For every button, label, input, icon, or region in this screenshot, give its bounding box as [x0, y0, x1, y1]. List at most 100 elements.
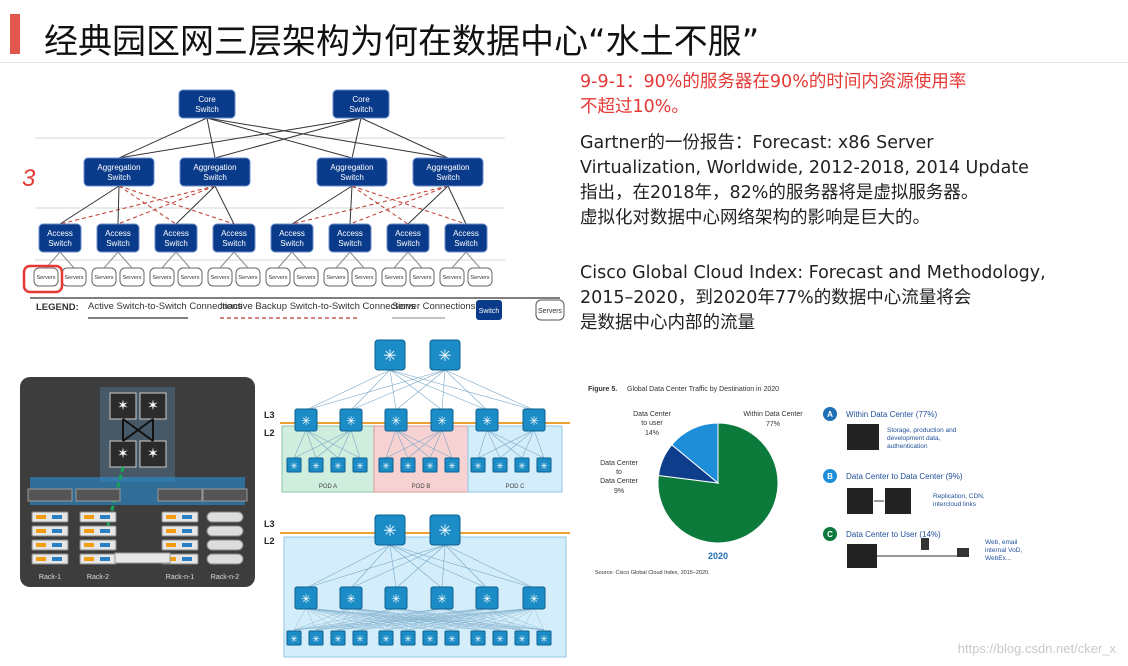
figure-caption-text: Global Data Center Traffic by Destinatio… [627, 386, 779, 393]
pod-access-8 [444, 457, 460, 473]
gartner-line-1: Gartner的一份报告：Forecast: x86 Server [580, 133, 934, 153]
access-switch-7-label-1: Access [395, 229, 421, 238]
aggregation-switch-1-label-2: Switch [107, 173, 131, 182]
access-switch-8-label-1: Access [453, 229, 479, 238]
legend-desc-c-2: internal VoD, [985, 547, 1022, 554]
datacenter-rack-icon [847, 424, 879, 450]
access-switch-8 [444, 223, 488, 253]
svg-text:✳: ✳ [356, 634, 364, 644]
svg-text:✳: ✳ [346, 592, 356, 606]
server-group-10 [293, 267, 319, 287]
svg-text:✳: ✳ [301, 414, 311, 428]
svg-text:✳: ✳ [382, 634, 390, 644]
legend-desc-a-2: development data, [887, 435, 941, 442]
svg-text:✳: ✳ [438, 348, 451, 365]
flat-access-2 [308, 630, 324, 646]
rack-server-1-2 [31, 525, 69, 537]
pod-access-2 [308, 457, 324, 473]
access-switch-5-label-2: Switch [280, 239, 304, 248]
pie-slice-within [657, 422, 779, 544]
legend-desc-c-3: WebEx... [985, 555, 1011, 562]
svg-text:✶: ✶ [147, 445, 159, 461]
svg-text:✳: ✳ [382, 461, 390, 471]
server-group-8 [235, 267, 261, 287]
gartner-line-2: Virtualization, Worldwide, 2012-2018, 20… [580, 158, 1029, 178]
access-switch-2-label-2: Switch [106, 239, 130, 248]
legend-servers-icon [535, 299, 565, 321]
rack-label-3: Rack-n-1 [166, 574, 195, 581]
access-switch-8-label-2: Switch [454, 239, 478, 248]
pod-agg-6 [522, 408, 546, 432]
annotation-circle [22, 264, 64, 294]
svg-text:✳: ✳ [474, 634, 482, 644]
aggregation-switch-2 [179, 157, 251, 187]
server-label-8: Servers [239, 275, 258, 281]
pod-agg-4 [430, 408, 454, 432]
server-label-2: Servers [65, 275, 84, 281]
aggregation-switch-2-label-2: Switch [203, 173, 227, 182]
aggregation-switch-3 [316, 157, 388, 187]
access-switch-4-label-2: Switch [222, 239, 246, 248]
access-switch-5 [270, 223, 314, 253]
pod-c-label: POD C [505, 484, 525, 490]
datacenter-a-icon [847, 488, 873, 514]
hand-annotation: 3 [22, 165, 36, 192]
rack-label-2: Rack-2 [87, 574, 109, 581]
server-label-12: Servers [355, 275, 374, 281]
svg-text:✳: ✳ [290, 461, 298, 471]
svg-text:✳: ✳ [312, 634, 320, 644]
aggregation-switch-4 [412, 157, 484, 187]
svg-text:✳: ✳ [540, 634, 548, 644]
server-label-16: Servers [471, 275, 490, 281]
watermark: https://blog.csdn.net/cker_x [957, 641, 1116, 656]
flat-access-9 [470, 630, 486, 646]
svg-text:✳: ✳ [518, 634, 526, 644]
legend-badge-letter-3: C [827, 530, 833, 539]
pod-access-7 [422, 457, 438, 473]
server-group-4 [119, 267, 145, 287]
svg-text:✳: ✳ [496, 461, 504, 471]
svg-text:✳: ✳ [312, 461, 320, 471]
legend-desc-b-1: Replication, CDN, [933, 493, 985, 500]
rack-server-4-3 [206, 539, 244, 551]
legend-badge-c [823, 527, 837, 541]
server-label-10: Servers [297, 275, 316, 281]
rack-server-3-1 [161, 511, 199, 523]
server-group-14 [409, 267, 435, 287]
server-label-14: Servers [413, 275, 432, 281]
server-label-6: Servers [181, 275, 200, 281]
gartner-line-4: 虚拟化对数据中心网络架构的影响是巨大的。 [580, 208, 930, 228]
pie-year: 2020 [708, 551, 728, 561]
flat-core-1 [374, 514, 406, 546]
legend-badge-a [823, 407, 837, 421]
svg-text:✳: ✳ [448, 634, 456, 644]
core-switch-2 [332, 89, 390, 119]
server-group-13 [381, 267, 407, 287]
access-switch-1 [38, 223, 82, 253]
laptop-icon [957, 548, 969, 557]
pod-agg-1 [294, 408, 318, 432]
slide-title: 经典园区网三层架构为何在数据中心“水土不服” [44, 22, 760, 62]
flat-agg-4 [430, 586, 454, 610]
svg-text:✶: ✶ [117, 397, 129, 413]
flat-agg-5 [475, 586, 499, 610]
three-tier-diagram: CoreSwitchCoreSwitchAggregationSwitchAgg… [22, 89, 565, 321]
server-label-9: Servers [269, 275, 288, 281]
l2-label-bottom: L2 [264, 536, 275, 546]
core-switch-2-label-2: Switch [349, 105, 373, 114]
access-switch-1-label-1: Access [47, 229, 73, 238]
svg-text:✳: ✳ [437, 414, 447, 428]
legend-desc-a-1: Storage, production and [887, 427, 957, 434]
pod-core-2 [429, 339, 461, 371]
legend-badge-letter-1: A [827, 410, 833, 419]
access-switch-2 [96, 223, 140, 253]
legend-active: Active Switch-to-Switch Connections [88, 301, 242, 312]
label-dc-2: to [616, 469, 622, 476]
server-group-6 [177, 267, 203, 287]
label-within: Within Data Center [743, 411, 803, 418]
pod-access-10 [492, 457, 508, 473]
aggregation-switch-1-label-1: Aggregation [97, 163, 140, 172]
legend-servers-label: Servers [538, 308, 563, 315]
server-group-16 [467, 267, 493, 287]
